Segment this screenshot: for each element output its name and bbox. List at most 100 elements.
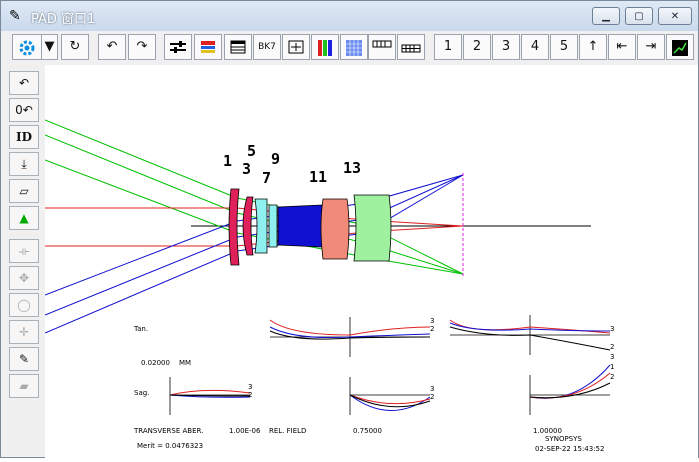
lens-element-5 bbox=[254, 198, 268, 254]
wavelength: 1.00E-06 bbox=[229, 427, 261, 435]
bk7-label: BK7 bbox=[258, 42, 276, 52]
close-button[interactable]: ✕ bbox=[658, 7, 692, 25]
settings-gear-button[interactable] bbox=[12, 34, 42, 60]
spreadsheet-icon bbox=[230, 40, 246, 54]
scale-icon: ⟛ bbox=[18, 244, 30, 258]
first-button[interactable]: ⇤ bbox=[608, 34, 636, 60]
page-5-label: 5 bbox=[559, 39, 569, 54]
scale-unit: MM bbox=[179, 359, 191, 367]
up-button[interactable]: ↑ bbox=[579, 34, 607, 60]
side-page-button[interactable]: ▰ bbox=[9, 374, 39, 398]
datetime-text: 02-SEP-22 15:43:52 bbox=[535, 445, 604, 453]
aberration-title: TRANSVERSE ABER. bbox=[133, 427, 203, 435]
grid-top-button[interactable] bbox=[368, 34, 396, 60]
layers-icon bbox=[201, 41, 215, 53]
lens-element-13 bbox=[353, 194, 392, 262]
sag-label: Sag. bbox=[134, 389, 149, 397]
lens-label-11: 11 bbox=[309, 168, 327, 186]
redo-icon: ↷ bbox=[136, 39, 148, 54]
svg-text:3: 3 bbox=[430, 317, 434, 325]
tan-label: Tan. bbox=[133, 325, 148, 333]
side-toolbar: ↶ 0↶ ID ⤓ ▱ ▲ ⟛ ✥ ◯ ✛ ✎ ▰ bbox=[9, 67, 39, 457]
layers-button[interactable] bbox=[194, 34, 222, 60]
eraser-icon: ▱ bbox=[19, 184, 29, 198]
last-button[interactable]: ⇥ bbox=[637, 34, 665, 60]
glass-catalog-button[interactable]: BK7 bbox=[253, 34, 281, 60]
side-green-tool-button[interactable]: ▲ bbox=[9, 206, 39, 230]
window-title: PAD 窗口1 bbox=[31, 12, 96, 27]
scale-value: 0.02000 bbox=[141, 359, 170, 367]
plot-chart-button[interactable] bbox=[666, 34, 694, 60]
undo-icon: ↶ bbox=[18, 76, 30, 90]
grid-icon-2 bbox=[401, 44, 421, 53]
side-tool-10-button[interactable]: ✛ bbox=[9, 320, 39, 344]
svg-text:3: 3 bbox=[610, 325, 614, 333]
page-5-button[interactable]: 5 bbox=[550, 34, 578, 60]
circle-icon: ◯ bbox=[17, 298, 31, 312]
svg-text:1: 1 bbox=[610, 363, 614, 371]
sliders-icon bbox=[170, 41, 186, 53]
title-bar: ✎ PAD 窗口1 ▁ ▢ ✕ bbox=[1, 1, 698, 31]
svg-text:2: 2 bbox=[430, 393, 434, 401]
side-tool-9-button[interactable]: ◯ bbox=[9, 293, 39, 317]
page-3-label: 3 bbox=[501, 39, 511, 54]
side-tool-7-button[interactable]: ⟛ bbox=[9, 239, 39, 263]
page-2-button[interactable]: 2 bbox=[463, 34, 491, 60]
page-4-label: 4 bbox=[530, 39, 540, 54]
fit-view-button[interactable] bbox=[282, 34, 310, 60]
lens-label-3: 3 bbox=[242, 160, 251, 178]
lens-diagram-svg: 1 3 5 7 9 11 13 Tan. Sag. 0.02000 MM 3 2 bbox=[44, 119, 614, 453]
side-pen-button[interactable]: ✎ bbox=[9, 347, 39, 371]
grid-bottom-button[interactable] bbox=[397, 34, 425, 60]
download-icon: ⤓ bbox=[21, 157, 27, 171]
merit-value: Merit = 0.0476323 bbox=[137, 442, 203, 450]
main-toolbar: ▼ ↻ ↶ ↷ BK7 1 2 3 4 5 ↑ bbox=[1, 32, 698, 64]
lens-drawing-canvas[interactable]: 1 3 5 7 9 11 13 Tan. Sag. 0.02000 MM 3 2 bbox=[44, 65, 698, 458]
minimize-button[interactable]: ▁ bbox=[592, 7, 620, 25]
app-icon: ✎ bbox=[9, 8, 21, 24]
color-bars-button[interactable] bbox=[311, 34, 339, 60]
lens-element-11 bbox=[320, 198, 350, 260]
dropdown-button[interactable]: ▼ bbox=[42, 34, 58, 60]
refresh-button[interactable]: ↻ bbox=[61, 34, 89, 60]
pen-icon: ✎ bbox=[18, 352, 30, 366]
side-undo-button[interactable]: ↶ bbox=[9, 71, 39, 95]
lens-label-13: 13 bbox=[343, 159, 361, 177]
red-rays bbox=[45, 207, 464, 247]
lens-element-7 bbox=[268, 204, 278, 248]
zero-rotate-icon: 0↶ bbox=[15, 103, 33, 117]
undo-button[interactable]: ↶ bbox=[98, 34, 126, 60]
grid-icon bbox=[372, 40, 392, 48]
field-value-1: 0.75000 bbox=[353, 427, 382, 435]
svg-text:2: 2 bbox=[610, 373, 614, 381]
svg-text:2: 2 bbox=[610, 343, 614, 351]
id-label: ID bbox=[15, 130, 33, 144]
side-tool-8-button[interactable]: ✥ bbox=[9, 266, 39, 290]
expand-arrows-icon bbox=[288, 40, 304, 54]
page-4-button[interactable]: 4 bbox=[521, 34, 549, 60]
lens-element-9 bbox=[277, 204, 323, 248]
page-1-button[interactable]: 1 bbox=[434, 34, 462, 60]
svg-text:3: 3 bbox=[430, 385, 434, 393]
side-id-button[interactable]: ID bbox=[9, 125, 39, 149]
lens-label-5: 5 bbox=[247, 142, 256, 160]
dots-pattern-icon bbox=[346, 40, 362, 56]
gear-icon bbox=[19, 40, 35, 56]
color-bars-icon bbox=[318, 40, 332, 56]
restore-button[interactable]: ▢ bbox=[625, 7, 653, 25]
side-eraser-button[interactable]: ▱ bbox=[9, 179, 39, 203]
side-download-button[interactable]: ⤓ bbox=[9, 152, 39, 176]
arrow-right-bar-icon: ⇥ bbox=[645, 39, 657, 54]
field-label: REL. FIELD bbox=[269, 427, 306, 435]
redo-button[interactable]: ↷ bbox=[128, 34, 156, 60]
spot-pattern-button[interactable] bbox=[340, 34, 368, 60]
sliders-button[interactable] bbox=[164, 34, 192, 60]
refresh-icon: ↻ bbox=[69, 39, 81, 54]
side-zero-button[interactable]: 0↶ bbox=[9, 98, 39, 122]
cross-icon: ✛ bbox=[18, 325, 30, 339]
lens-elements bbox=[228, 188, 392, 266]
spreadsheet-button[interactable] bbox=[224, 34, 252, 60]
field-value-2: 1.00000 bbox=[533, 427, 562, 435]
page-3-button[interactable]: 3 bbox=[492, 34, 520, 60]
lens-label-9: 9 bbox=[271, 150, 280, 168]
